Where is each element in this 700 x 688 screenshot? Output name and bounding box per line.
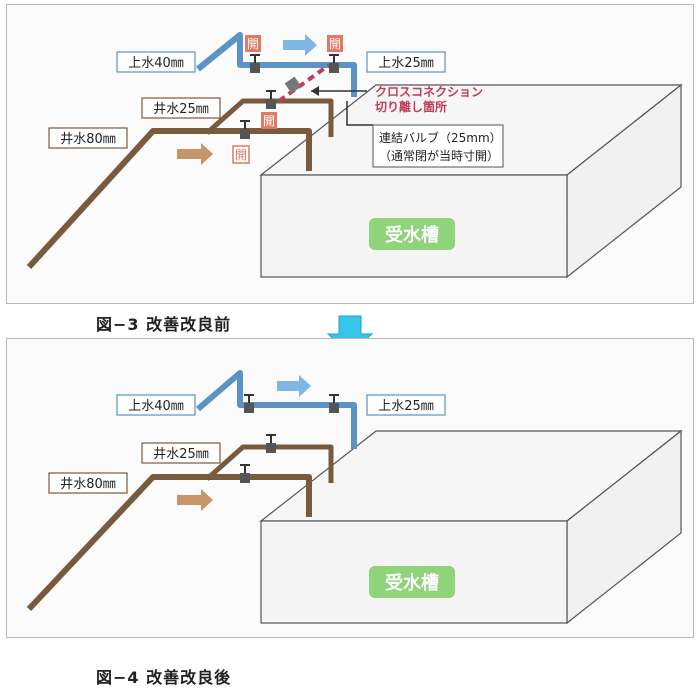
flow-arrow-well: [177, 489, 213, 511]
open-tag: [327, 35, 343, 52]
flow-arrow-well: [177, 143, 213, 165]
after-diagram-svg: 受水槽 上水40㎜ 上水25㎜ 井水25㎜ 井水80㎜: [26, 370, 683, 625]
diagram-panel-before: 受水槽 開 開 開 開 上水40㎜ 上水25㎜ 井水25㎜ 井水80㎜ クロスコ…: [6, 4, 694, 304]
open-tag: [245, 35, 261, 52]
figure-caption-before: 図−3 改善改良前: [96, 315, 232, 334]
tank-label-bg: [369, 566, 455, 598]
label-city-40: 上水40㎜: [128, 56, 184, 71]
label-city-40: 上水40㎜: [128, 399, 184, 414]
city-pipe: [196, 370, 357, 449]
svg-text:開: 開: [247, 37, 259, 51]
tank-label: 受水槽: [385, 572, 439, 594]
connecting-valve-icon: [284, 76, 302, 94]
cross-connection-line: [277, 63, 331, 103]
diagram-panel-after: 受水槽 上水40㎜ 上水25㎜ 井水25㎜ 井水80㎜: [6, 338, 694, 638]
open-tag: [232, 145, 250, 164]
svg-text:開: 開: [263, 114, 275, 128]
before-diagram-svg: 受水槽 開 開 開 開 上水40㎜ 上水25㎜ 井水25㎜ 井水80㎜ クロスコ…: [26, 32, 683, 279]
flow-arrow-city: [277, 375, 311, 397]
well-pipe-25: [205, 98, 334, 137]
valve-icon: [329, 394, 339, 413]
water-tank: [259, 429, 683, 625]
well-pipe-25: [205, 444, 334, 483]
svg-text:開: 開: [329, 37, 341, 51]
water-tank: [259, 83, 683, 279]
valve-icon: [240, 120, 250, 139]
svg-text:開: 開: [235, 148, 247, 162]
label-well-80: 井水80㎜: [60, 132, 116, 147]
valve-icon: [266, 90, 276, 109]
valve-icon: [266, 434, 276, 453]
label-city-25: 上水25㎜: [378, 56, 434, 71]
label-city-25: 上水25㎜: [378, 399, 434, 414]
well-pipe-80: [26, 128, 312, 270]
label-well-25: 井水25㎜: [153, 102, 209, 117]
figure-caption-after: 図−4 改善改良後: [96, 668, 232, 687]
cross-connection-label: クロスコネクション: [375, 85, 483, 99]
valve-icon: [244, 394, 254, 413]
label-well-80: 井水80㎜: [60, 477, 116, 492]
valve-icon: [240, 464, 250, 483]
valve-icon: [250, 54, 260, 73]
valve-note-1: 連結バルブ（25mm）: [379, 130, 502, 145]
open-tag: [261, 112, 277, 129]
label-well-25: 井水25㎜: [153, 447, 209, 462]
flow-arrow-city: [283, 34, 317, 56]
pointer-arrow: [311, 86, 319, 96]
valve-icon: [329, 54, 339, 73]
well-pipe-80: [26, 474, 312, 612]
cross-connection-label-2: 切り離し箇所: [375, 99, 447, 114]
tank-label-bg: [369, 218, 455, 250]
tank-label: 受水槽: [385, 224, 439, 246]
valve-note-2: （通常閉が当時寸開）: [379, 148, 499, 163]
